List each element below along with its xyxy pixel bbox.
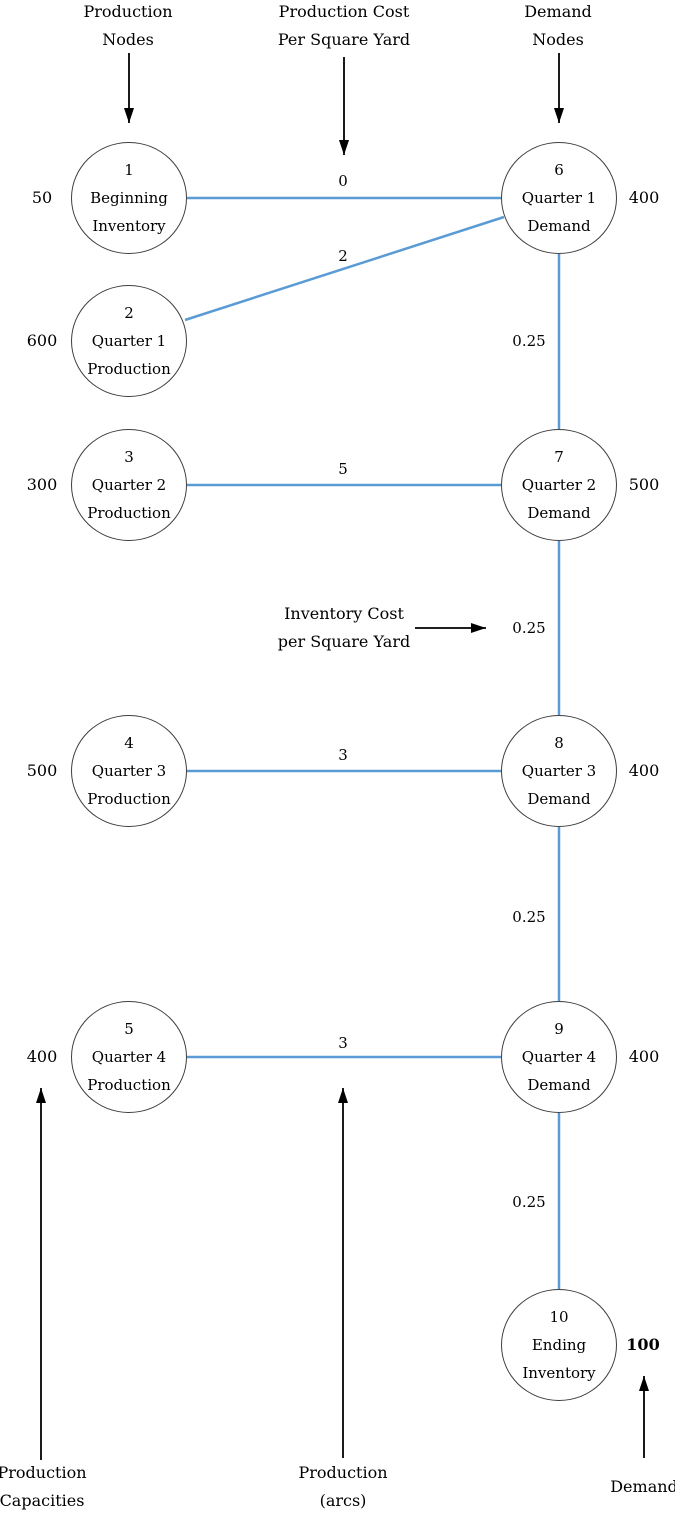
node-label: Quarter 4	[521, 1048, 597, 1066]
demand-label-node-10: 100	[626, 1335, 660, 1354]
node-id: 4	[124, 734, 134, 752]
node-8-quarter3-demand: 8 Quarter 3 Demand	[501, 715, 617, 827]
production-cost-label-arc-2-6: 2	[338, 247, 348, 265]
annotation-production-capacities: Production Capacities	[0, 1459, 124, 1514]
node-1-beginning-inventory: 1 Beginning Inventory	[71, 142, 187, 254]
header-line: Nodes	[102, 30, 154, 49]
node-id: 2	[124, 304, 134, 322]
node-label: Inventory	[92, 217, 166, 235]
node-id: 1	[124, 161, 134, 179]
node-id: 10	[549, 1308, 569, 1326]
inventory-cost-label-arc-6-7: 0.25	[512, 332, 546, 350]
production-cost-label-arc-4-8: 3	[338, 746, 348, 764]
arc-2-6	[184, 215, 505, 322]
node-label: Quarter 3	[91, 762, 167, 780]
node-9-quarter4-demand: 9 Quarter 4 Demand	[501, 1001, 617, 1113]
node-label: Production	[87, 1076, 171, 1094]
header-line: Per Square Yard	[277, 30, 411, 49]
annotation-line: Capacities	[0, 1491, 85, 1510]
header-production-nodes: Production Nodes	[48, 0, 208, 54]
annotation-production-arcs: Production (arcs)	[263, 1459, 423, 1514]
node-label: Demand	[527, 1076, 591, 1094]
header-demand-nodes: Demand Nodes	[478, 0, 638, 54]
inventory-cost-label-arc-9-10: 0.25	[512, 1193, 546, 1211]
header-line: Nodes	[532, 30, 584, 49]
annotation-line: (arcs)	[319, 1491, 367, 1510]
annotation-line: Inventory Cost	[284, 604, 404, 623]
capacity-label-node-2: 600	[26, 331, 58, 350]
inventory-cost-label-arc-8-9: 0.25	[512, 908, 546, 926]
node-label: Quarter 1	[91, 332, 167, 350]
node-6-quarter1-demand: 6 Quarter 1 Demand	[501, 142, 617, 254]
node-label: Inventory	[522, 1364, 596, 1382]
demand-label-node-7: 500	[628, 475, 660, 494]
node-id: 3	[124, 448, 134, 466]
inventory-cost-label-arc-7-8: 0.25	[512, 619, 546, 637]
annotation-demand: Demand	[610, 1477, 675, 1496]
node-id: 8	[554, 734, 564, 752]
node-label: Quarter 2	[521, 476, 597, 494]
node-2-quarter1-production: 2 Quarter 1 Production	[71, 285, 187, 397]
capacity-label-node-4: 500	[26, 761, 58, 780]
capacity-label-node-5: 400	[26, 1047, 58, 1066]
header-production-cost: Production Cost Per Square Yard	[244, 0, 444, 54]
node-label: Production	[87, 360, 171, 378]
node-label: Demand	[527, 217, 591, 235]
capacity-label-node-1: 50	[31, 188, 53, 207]
demand-label-node-9: 400	[628, 1047, 660, 1066]
demand-label-node-6: 400	[628, 188, 660, 207]
node-id: 5	[124, 1020, 134, 1038]
production-cost-label-arc-5-9: 3	[338, 1034, 348, 1052]
production-cost-label-arc-1-6: 0	[338, 172, 348, 190]
node-4-quarter3-production: 4 Quarter 3 Production	[71, 715, 187, 827]
demand-label-node-8: 400	[628, 761, 660, 780]
header-line: Production	[83, 2, 173, 21]
header-line: Production Cost	[278, 2, 410, 21]
production-cost-label-arc-3-7: 5	[338, 460, 348, 478]
node-label: Production	[87, 504, 171, 522]
node-5-quarter4-production: 5 Quarter 4 Production	[71, 1001, 187, 1113]
capacity-label-node-3: 300	[26, 475, 58, 494]
node-label: Demand	[527, 504, 591, 522]
node-label: Demand	[527, 790, 591, 808]
header-line: Demand	[524, 2, 592, 21]
node-label: Quarter 1	[521, 189, 597, 207]
annotation-line: Production	[0, 1463, 87, 1482]
node-label: Quarter 3	[521, 762, 597, 780]
annotation-line: per Square Yard	[277, 632, 411, 651]
node-id: 9	[554, 1020, 564, 1038]
node-label: Ending	[531, 1336, 587, 1354]
node-3-quarter2-production: 3 Quarter 2 Production	[71, 429, 187, 541]
node-10-ending-inventory: 10 Ending Inventory	[501, 1289, 617, 1401]
annotation-line: Production	[298, 1463, 388, 1482]
node-label: Production	[87, 790, 171, 808]
node-id: 7	[554, 448, 564, 466]
node-label: Quarter 4	[91, 1048, 167, 1066]
node-7-quarter2-demand: 7 Quarter 2 Demand	[501, 429, 617, 541]
node-label: Beginning	[90, 189, 168, 207]
node-label: Quarter 2	[91, 476, 167, 494]
node-id: 6	[554, 161, 564, 179]
annotation-inventory-cost: Inventory Cost per Square Yard	[244, 600, 444, 656]
